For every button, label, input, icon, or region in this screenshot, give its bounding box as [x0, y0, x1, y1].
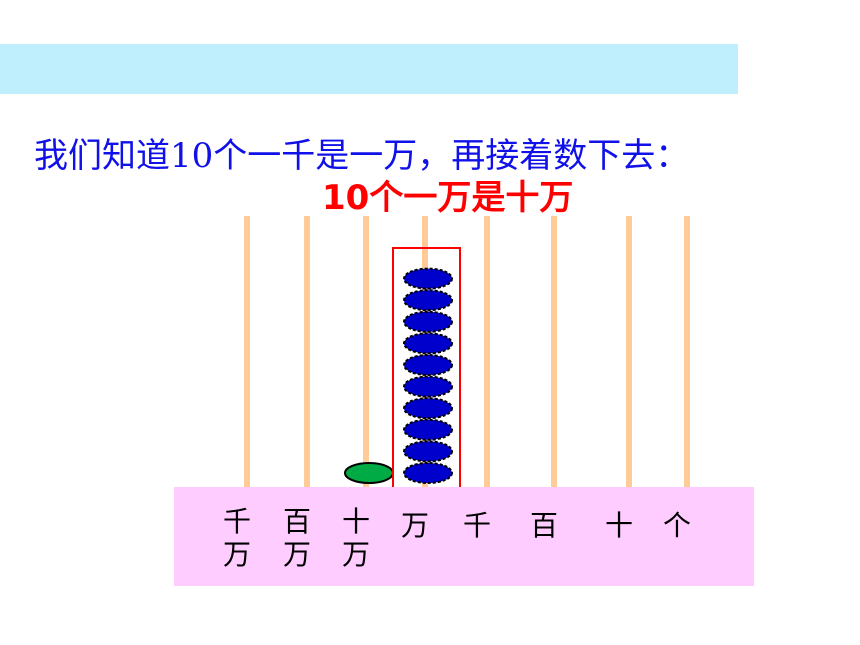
- abacus-rod: [684, 216, 690, 487]
- abacus-bead: [344, 462, 394, 484]
- abacus-bead: [403, 462, 453, 484]
- abacus-bead: [403, 440, 453, 463]
- title-bar: [0, 44, 738, 94]
- abacus-bead: [403, 397, 453, 420]
- abacus-bead: [403, 310, 453, 333]
- abacus-bead: [403, 418, 453, 441]
- place-label-line: 个: [662, 509, 691, 542]
- place-label-line: 万: [222, 538, 251, 571]
- abacus-bead: [403, 289, 453, 312]
- abacus-rod: [244, 216, 250, 487]
- place-label: 百万: [277, 505, 317, 571]
- place-label-line: 千: [222, 505, 251, 538]
- place-label-line: 百: [529, 509, 558, 542]
- abacus-bead: [403, 375, 453, 398]
- place-label-line: 千: [462, 509, 491, 542]
- abacus-rod: [626, 216, 632, 487]
- place-label-line: 十: [341, 505, 370, 538]
- place-label-line: 百: [282, 505, 311, 538]
- place-label-line: 万: [400, 509, 429, 542]
- intro-text: 我们知道10个一千是一万，再接着数下去：: [34, 136, 690, 176]
- rods: [244, 216, 690, 487]
- place-label: 千万: [217, 505, 257, 571]
- place-label: 千: [457, 509, 497, 542]
- abacus-rod: [484, 216, 490, 487]
- abacus-rod: [363, 216, 369, 487]
- abacus-bead: [403, 354, 453, 376]
- abacus-rod: [551, 216, 557, 487]
- place-label-line: 万: [282, 538, 311, 571]
- highlight-text: 10个一万是十万: [322, 178, 574, 218]
- beads: [344, 267, 453, 484]
- place-label-line: 万: [341, 538, 370, 571]
- abacus-rod: [304, 216, 310, 487]
- place-label: 个: [657, 509, 697, 542]
- place-label-line: 十: [604, 509, 633, 542]
- place-value-table: 千万百万十万万千百十个: [174, 487, 754, 586]
- place-label: 百: [524, 509, 564, 542]
- place-label: 十万: [336, 505, 376, 571]
- abacus-bead: [403, 332, 453, 355]
- place-label: 十: [599, 509, 639, 542]
- abacus-bead: [403, 267, 453, 290]
- place-label: 万: [395, 509, 435, 542]
